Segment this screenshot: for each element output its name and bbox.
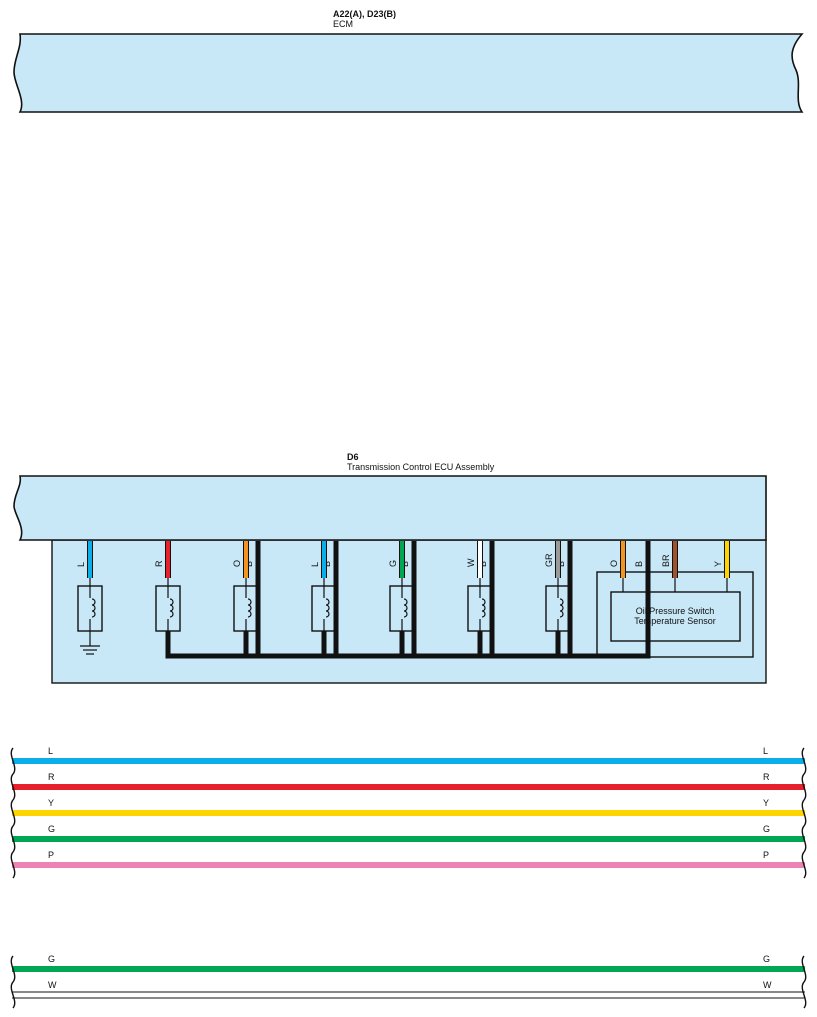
break-mark-left-icon — [10, 981, 16, 1009]
harness-wire-label-left: G — [48, 824, 55, 834]
ecm-title: A22(A), D23(B) ECM — [333, 9, 396, 29]
solenoid-coil-icon — [247, 598, 252, 618]
harness-wire-label-right: G — [763, 954, 770, 964]
sensor-wire-3: Y — [713, 541, 730, 592]
break-mark-right-icon — [801, 799, 807, 827]
solenoid-signal-label: GR — [544, 553, 554, 567]
tcu-name: Transmission Control ECU Assembly — [347, 462, 495, 472]
sensor-wire-label: Y — [713, 561, 723, 567]
break-mark-right-icon — [801, 825, 807, 853]
solenoid-signal-label: L — [310, 562, 320, 567]
break-mark-left-icon — [10, 851, 16, 879]
ecm-name: ECM — [333, 19, 353, 29]
sensor-label-line2: Temperature Sensor — [634, 616, 716, 626]
harness-wire-label-left: P — [48, 850, 54, 860]
break-mark-right-icon — [801, 773, 807, 801]
solenoid-1: L — [76, 541, 103, 655]
sensor-wire-2: BR — [661, 541, 678, 592]
solenoid-signal-label: W — [466, 558, 476, 567]
solenoid-signal-label: L — [76, 562, 86, 567]
solenoid-7: GR B — [544, 541, 651, 659]
tcu-top-band — [13, 475, 767, 541]
solenoid-coil-icon — [91, 598, 96, 618]
sensor-wire-label: O — [609, 560, 619, 567]
tcu-connector-code: D6 — [347, 452, 359, 462]
harness-wire-label-right: G — [763, 824, 770, 834]
break-mark-right-icon — [801, 851, 807, 879]
harness-wire-label-left: Y — [48, 798, 54, 808]
sensor-wire-1: O — [609, 541, 626, 592]
break-mark-left-icon — [10, 773, 16, 801]
ecm-connector-code: A22(A), D23(B) — [333, 9, 397, 19]
harness-wire-label-right: W — [763, 980, 772, 990]
solenoid-signal-label: R — [154, 560, 164, 567]
harness-wire-label-right: Y — [763, 798, 769, 808]
break-mark-right-icon — [801, 955, 807, 983]
solenoid-signal-label: G — [388, 560, 398, 567]
sensor-label-line1: Oil Pressure Switch — [636, 606, 715, 616]
break-mark-left-icon — [10, 955, 16, 983]
harness-wire-label-left: R — [48, 772, 55, 782]
solenoid-return-wire — [555, 541, 651, 659]
harness-wire-label-left: L — [48, 746, 53, 756]
solenoid-coil-icon — [403, 598, 408, 618]
break-mark-left-icon — [10, 825, 16, 853]
harness-wire-label-left: G — [48, 954, 55, 964]
solenoid-coil-icon — [559, 598, 564, 618]
harness-wire-label-left: W — [48, 980, 57, 990]
ecm-block — [13, 33, 804, 113]
break-mark-left-icon — [10, 747, 16, 775]
harness-wire-label-right: L — [763, 746, 768, 756]
solenoid-signal-label: O — [232, 560, 242, 567]
solenoid-coil-icon — [481, 598, 486, 618]
break-mark-right-icon — [801, 981, 807, 1009]
sensor-wire-label: BR — [661, 554, 671, 567]
solenoid-return-label: B — [634, 561, 644, 567]
solenoid-coil-icon — [325, 598, 330, 618]
solenoid-coil-icon — [169, 598, 174, 618]
harness-wire-label-right: P — [763, 850, 769, 860]
tcu-title: D6 Transmission Control ECU Assembly — [347, 452, 494, 472]
break-mark-right-icon — [801, 747, 807, 775]
harness-wire-label-right: R — [763, 772, 770, 782]
break-mark-left-icon — [10, 799, 16, 827]
